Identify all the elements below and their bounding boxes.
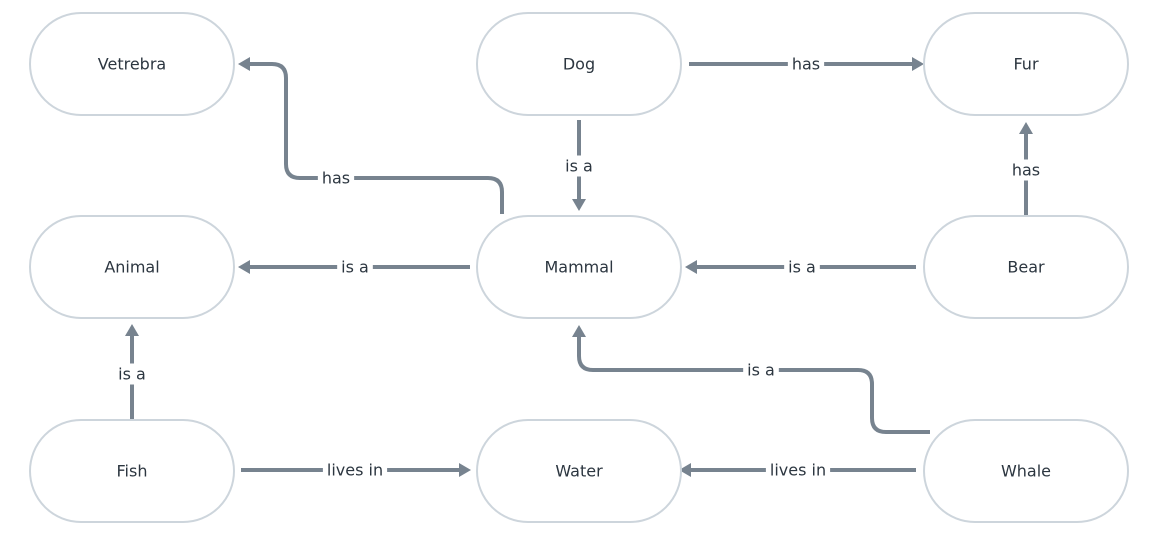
edge-label: lives in xyxy=(770,461,826,480)
arrow-head-icon xyxy=(238,260,250,274)
node-label: Bear xyxy=(1007,258,1045,277)
edges-layer: has is a has has is a is a is a is a lives in liv… xyxy=(114,53,1045,481)
arrow-head-icon xyxy=(572,325,586,337)
edge-label-background xyxy=(743,359,779,381)
node-animal[interactable]: Animal xyxy=(29,215,235,319)
edge-label-background xyxy=(317,167,355,189)
edge-label-background xyxy=(787,53,825,75)
arrow-head-icon xyxy=(1019,122,1033,134)
edge-dog-fur: has xyxy=(689,53,924,75)
edge-label-background xyxy=(1007,159,1045,181)
edge-label-background xyxy=(114,363,150,385)
node-label: Water xyxy=(555,462,603,481)
edge-label: has xyxy=(1012,161,1040,180)
node-water[interactable]: Water xyxy=(476,419,682,523)
edge-mammal-vetrebra: has xyxy=(238,57,504,214)
arrow-head-icon xyxy=(912,57,924,71)
node-fish[interactable]: Fish xyxy=(29,419,235,523)
edge-mammal-animal: is a xyxy=(238,256,470,278)
node-shape[interactable] xyxy=(29,419,235,523)
edge-bear-fur: has xyxy=(1007,122,1045,218)
node-label: Vetrebra xyxy=(98,55,166,74)
node-mammal[interactable]: Mammal xyxy=(476,215,682,319)
node-shape[interactable] xyxy=(923,12,1129,116)
node-dog[interactable]: Dog xyxy=(476,12,682,116)
node-bear[interactable]: Bear xyxy=(923,215,1129,319)
edge-label: lives in xyxy=(327,461,383,480)
arrow-head-icon xyxy=(459,463,471,477)
edge-label: is a xyxy=(341,258,369,277)
node-label: Dog xyxy=(563,55,595,74)
edge-line xyxy=(250,62,504,214)
node-label: Fish xyxy=(117,462,148,481)
edge-label: is a xyxy=(788,258,816,277)
node-label: Animal xyxy=(104,258,159,277)
node-label: Mammal xyxy=(544,258,613,277)
node-shape[interactable] xyxy=(29,215,235,319)
edge-label: has xyxy=(792,55,820,74)
edge-label-background xyxy=(322,459,388,481)
edge-whale-mammal: is a xyxy=(572,325,930,434)
node-label: Fur xyxy=(1013,55,1038,74)
edge-fish-water: lives in xyxy=(241,459,471,481)
arrow-head-icon xyxy=(125,324,139,336)
node-shape[interactable] xyxy=(29,12,235,116)
node-label: Whale xyxy=(1001,462,1051,481)
edge-dog-mammal: is a xyxy=(561,120,597,211)
arrow-head-icon xyxy=(572,199,586,211)
edge-label: is a xyxy=(565,157,593,176)
edge-label: is a xyxy=(747,361,775,380)
node-shape[interactable] xyxy=(476,215,682,319)
node-shape[interactable] xyxy=(476,12,682,116)
edge-label-background xyxy=(784,256,820,278)
arrow-head-icon xyxy=(238,57,250,71)
edge-fish-animal: is a xyxy=(114,324,150,422)
node-vetrebra[interactable]: Vetrebra xyxy=(29,12,235,116)
edge-label-background xyxy=(337,256,373,278)
edge-line xyxy=(577,337,930,434)
arrow-head-icon xyxy=(685,260,697,274)
node-whale[interactable]: Whale xyxy=(923,419,1129,523)
node-shape[interactable] xyxy=(923,215,1129,319)
edge-bear-mammal: is a xyxy=(685,256,916,278)
arrow-head-icon xyxy=(679,463,691,477)
edge-label-background xyxy=(765,459,831,481)
edge-label-background xyxy=(561,155,597,177)
node-fur[interactable]: Fur xyxy=(923,12,1129,116)
node-shape[interactable] xyxy=(923,419,1129,523)
edge-label: is a xyxy=(118,365,146,384)
edge-whale-water: lives in xyxy=(679,459,916,481)
edge-label: has xyxy=(322,169,350,188)
node-shape[interactable] xyxy=(476,419,682,523)
